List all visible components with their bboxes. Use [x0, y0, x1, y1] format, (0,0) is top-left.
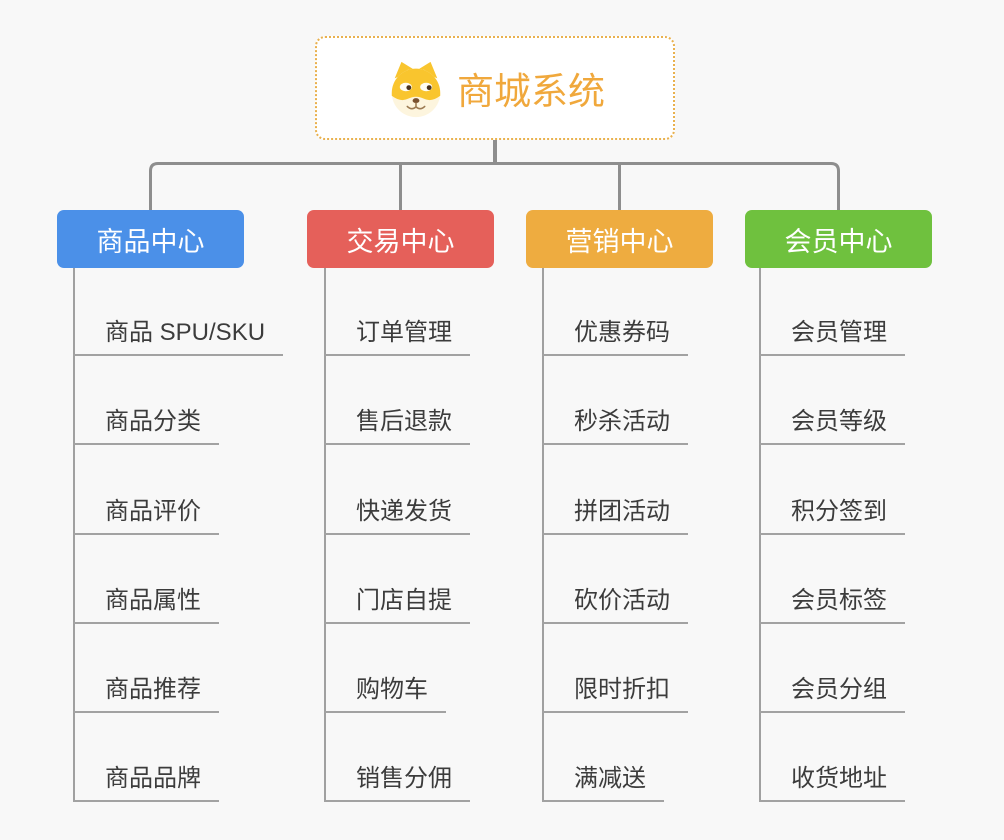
leaf-node[interactable]: 会员标签: [759, 587, 905, 624]
branch-label: 营销中心: [565, 226, 674, 257]
branch-box-marketing-center[interactable]: 营销中心: [526, 210, 713, 268]
branch-spine-member: [759, 268, 761, 802]
leaf-node[interactable]: 满减送: [542, 765, 664, 802]
leaf-node[interactable]: 商品推荐: [73, 676, 219, 713]
leaf-node[interactable]: 商品属性: [73, 587, 219, 624]
leaf-node[interactable]: 商品 SPU/SKU: [73, 319, 284, 356]
root-node[interactable]: 商城系统: [315, 36, 675, 140]
leaf-node[interactable]: 购物车: [324, 676, 446, 713]
leaf-node[interactable]: 商品评价: [73, 498, 219, 535]
leaf-node[interactable]: 商品品牌: [73, 765, 219, 802]
leaf-node[interactable]: 会员等级: [759, 408, 905, 445]
branch-spine-trade: [324, 268, 326, 802]
leaf-node[interactable]: 限时折扣: [542, 676, 688, 713]
branch-spine-marketing: [542, 268, 544, 802]
root-title: 商城系统: [457, 71, 605, 112]
leaf-node[interactable]: 门店自提: [324, 587, 470, 624]
branch-box-trade-center[interactable]: 交易中心: [307, 210, 494, 268]
branch-label: 商品中心: [96, 226, 205, 257]
leaf-node[interactable]: 销售分佣: [324, 765, 470, 802]
leaf-node[interactable]: 拼团活动: [542, 498, 688, 535]
leaf-node[interactable]: 积分签到: [759, 498, 905, 535]
leaf-node[interactable]: 售后退款: [324, 408, 470, 445]
branch-box-product-center[interactable]: 商品中心: [57, 210, 244, 268]
leaf-node[interactable]: 秒杀活动: [542, 408, 688, 445]
leaf-node[interactable]: 商品分类: [73, 408, 219, 445]
branch-label: 交易中心: [346, 226, 455, 257]
leaf-node[interactable]: 快递发货: [324, 498, 470, 535]
leaf-node[interactable]: 砍价活动: [542, 587, 688, 624]
leaf-node[interactable]: 会员管理: [759, 319, 905, 356]
branch-label: 会员中心: [784, 226, 893, 257]
leaf-node[interactable]: 收货地址: [759, 765, 905, 802]
dog-face-icon: [385, 57, 447, 119]
branch-spine-product: [73, 268, 75, 802]
leaf-node[interactable]: 会员分组: [759, 676, 905, 713]
leaf-node[interactable]: 优惠券码: [542, 319, 688, 356]
branch-box-member-center[interactable]: 会员中心: [745, 210, 932, 268]
leaf-node[interactable]: 订单管理: [324, 319, 470, 356]
